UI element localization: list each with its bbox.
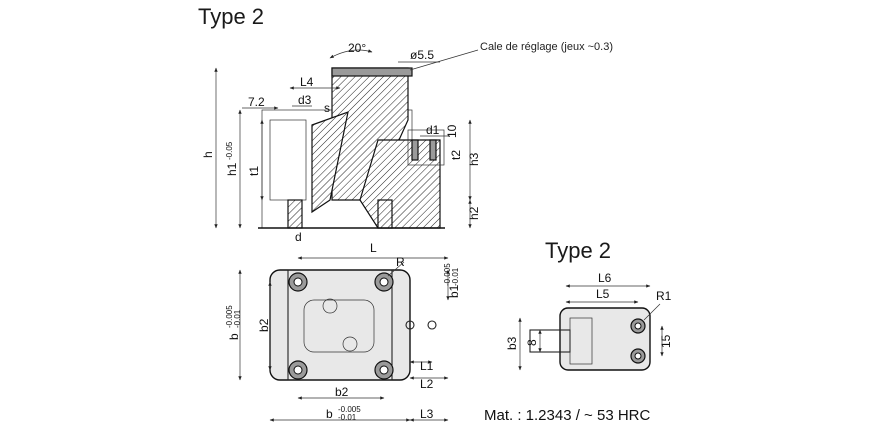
bolt-right bbox=[377, 199, 393, 229]
dim-d1: d1 bbox=[426, 123, 440, 137]
dim-L5: L5 bbox=[596, 287, 610, 301]
dim-b3: b3 bbox=[505, 336, 519, 350]
pin-1 bbox=[405, 320, 415, 330]
dim-R: R bbox=[396, 255, 405, 269]
dim-b-bottom-tol-top: -0.005 bbox=[338, 405, 361, 414]
dim-t1: t1 bbox=[247, 166, 261, 176]
dim-L1: L1 bbox=[420, 359, 434, 373]
dim-R1-line bbox=[643, 303, 661, 321]
top-view: L R b1 -0.005 -0.01 b -0.005 -0.01 b2 L1… bbox=[225, 241, 461, 422]
pin-b bbox=[429, 139, 437, 161]
dim-t2: t2 bbox=[449, 150, 463, 160]
material-spec: Mat. : 1.2343 / ~ 53 HRC bbox=[484, 407, 651, 424]
dim-s: s bbox=[324, 101, 330, 115]
note-leader bbox=[409, 49, 479, 71]
dim-angle: 20° bbox=[348, 41, 366, 55]
dim-b2-left: b2 bbox=[257, 318, 271, 332]
dim-b: b bbox=[227, 333, 241, 340]
shim-note: Cale de réglage (jeux ~0.3) bbox=[480, 41, 613, 53]
dim-R-line bbox=[387, 261, 405, 277]
side-view-title: Type 2 bbox=[198, 4, 264, 29]
dim-h1-tol: -0.05 bbox=[225, 141, 234, 160]
type2-title: Type 2 bbox=[545, 238, 611, 263]
type2-view: Type 2 L6 L5 R1 b3 8 15 bbox=[505, 238, 673, 371]
dim-b2-bottom: b2 bbox=[335, 385, 349, 399]
dim-h1: h1 bbox=[225, 162, 239, 176]
dim-diameter: ø5.5 bbox=[410, 48, 434, 62]
dim-10: 10 bbox=[445, 124, 459, 138]
dim-L2: L2 bbox=[420, 377, 434, 391]
dim-h3: h3 bbox=[467, 152, 481, 166]
dim-b1-tol-top: -0.005 bbox=[443, 263, 452, 286]
dim-b-bottom: b bbox=[326, 407, 333, 421]
pin-2 bbox=[427, 320, 437, 330]
dim-b-bottom-tol-bot: -0.01 bbox=[338, 413, 357, 422]
hole-center-b bbox=[342, 336, 358, 352]
dim-L6: L6 bbox=[598, 271, 612, 285]
dim-h2: h2 bbox=[467, 206, 481, 220]
dim-b1-tol-bot: -0.01 bbox=[451, 267, 460, 286]
dim-8: 8 bbox=[525, 339, 539, 346]
dim-L: L bbox=[370, 241, 377, 255]
right-boss bbox=[407, 129, 445, 166]
dim-72: 7.2 bbox=[248, 95, 265, 109]
dim-R1: R1 bbox=[656, 289, 672, 303]
dim-L3: L3 bbox=[420, 407, 434, 421]
angle-arc bbox=[329, 49, 373, 59]
side-view: Type 2 20° ø5.5 Cale de réglage (jeux ~0… bbox=[198, 4, 613, 244]
slot bbox=[303, 299, 375, 353]
hole-center-a bbox=[322, 298, 338, 314]
dim-15: 15 bbox=[659, 334, 673, 348]
slide-part bbox=[311, 111, 349, 214]
dim-d3: d3 bbox=[298, 93, 312, 107]
top-inner bbox=[287, 269, 393, 381]
pin-a bbox=[411, 139, 419, 161]
dim-b-tol-top: -0.005 bbox=[225, 305, 234, 328]
dim-b1: b1 bbox=[447, 284, 461, 298]
dim-L4: L4 bbox=[300, 75, 314, 89]
dim-h: h bbox=[201, 151, 215, 158]
dim-d: d bbox=[295, 230, 302, 244]
type2-body bbox=[559, 307, 651, 371]
dim-b-tol-bot: -0.01 bbox=[233, 309, 242, 328]
shim-plate bbox=[331, 67, 413, 77]
type2-slot bbox=[569, 317, 593, 365]
bolt-left bbox=[287, 199, 303, 229]
left-block-inner bbox=[269, 119, 307, 201]
